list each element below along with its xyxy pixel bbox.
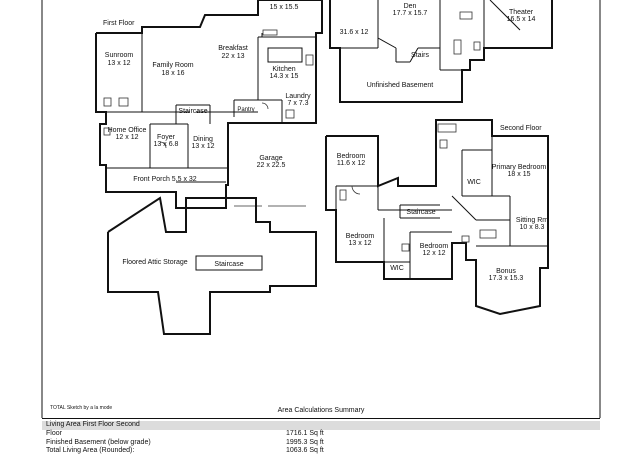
sunroom-dims: 13 x 12	[108, 60, 131, 67]
first-floor-outline	[95, 0, 323, 209]
family-room-label: Family Room	[152, 62, 193, 69]
attic-label: Floored Attic Storage	[122, 259, 187, 266]
bonus-label: Bonus	[496, 268, 516, 275]
kitchen-dims: 14.3 x 15	[270, 73, 299, 80]
basement-outline	[329, 0, 553, 103]
first-floor-label: First Floor	[103, 20, 135, 27]
sketch-credit: TOTAL Sketch by a la mode	[50, 405, 113, 411]
laundry-label: Laundry	[285, 93, 311, 100]
primary-bedroom-label: Primary Bedroom	[492, 164, 547, 171]
home-office-label: Home Office	[108, 127, 147, 134]
top-room-dims: 15 x 15.5	[270, 4, 299, 11]
summary-row: Total Living Area (Rounded): 1063.6 Sq f…	[42, 447, 600, 456]
area-summary-title: Area Calculations Summary	[277, 407, 365, 414]
bedroom3-label: Bedroom	[420, 243, 449, 250]
bedroom1-label: Bedroom	[337, 153, 366, 160]
dining-label: Dining	[193, 136, 213, 143]
breakfast-dims: 22 x 13	[222, 53, 245, 60]
theater-dims: 16.5 x 14	[507, 16, 536, 23]
bonus-dims: 17.3 x 15.3	[489, 275, 524, 282]
basement-stairs-label: Stairs	[411, 52, 429, 59]
summary-row: Floor 1716.1 Sq ft	[42, 430, 600, 439]
summary-row-value: 1063.6 Sq ft	[286, 447, 324, 454]
summary-header-text: Living Area First Floor Second	[46, 421, 140, 428]
bedroom2-label: Bedroom	[346, 233, 375, 240]
bedroom2-dims: 13 x 12	[349, 240, 372, 247]
summary-row-label: Total Living Area (Rounded):	[46, 447, 135, 454]
pantry-label: Pantry	[237, 107, 254, 113]
attic-staircase-box	[195, 255, 263, 271]
den-label: Den	[404, 3, 417, 10]
front-porch-label: Front Porch 5.5 x 32	[133, 176, 197, 183]
summary-row-label: Floor	[46, 430, 62, 437]
sitting-room-label: Sitting Rm	[516, 217, 548, 224]
second-floor-outline	[325, 119, 549, 316]
family-room-dims: 18 x 16	[162, 70, 185, 77]
bedroom3-dims: 12 x 12	[423, 250, 446, 257]
summary-row-value: 1995.3 Sq ft	[286, 438, 324, 446]
foyer-dims: 13 x 6.8	[154, 141, 179, 148]
theater-label: Theater	[509, 9, 534, 16]
second-floor-plan	[325, 119, 549, 316]
primary-bedroom-dims: 18 x 15	[508, 171, 531, 178]
area-summary-table: Living Area First Floor Second Floor 171…	[42, 418, 600, 461]
unfinished-basement-label: Unfinished Basement	[367, 82, 434, 89]
breakfast-label: Breakfast	[218, 45, 248, 52]
foyer-label: Foyer	[157, 134, 176, 141]
first-staircase-label: Staircase	[178, 108, 207, 115]
summary-row: Finished Basement (below grade) 1995.3 S…	[42, 439, 600, 448]
sitting-room-dims: 10 x 8.3	[520, 224, 545, 231]
den-dims: 17.7 x 15.7	[393, 10, 428, 17]
basement-plan	[329, 0, 553, 103]
summary-row-value: 1716.1 Sq ft	[286, 430, 324, 437]
attic-outline	[107, 196, 317, 335]
wic2-label: WIC	[390, 265, 404, 272]
bedroom1-dims: 11.6 x 12	[337, 160, 365, 167]
garage-label: Garage	[259, 155, 282, 162]
kitchen-label: Kitchen	[272, 66, 295, 73]
basement-room-dims: 31.6 x 12	[340, 29, 369, 36]
summary-row-label: Finished Basement (below grade)	[46, 438, 151, 446]
summary-header-row: Living Area First Floor Second	[42, 421, 600, 430]
wic1-label: WIC	[467, 179, 481, 186]
sunroom-label: Sunroom	[105, 52, 134, 59]
second-staircase-label: Staircase	[406, 209, 435, 216]
garage-dims: 22 x 22.5	[257, 162, 286, 169]
home-office-dims: 12 x 12	[116, 134, 139, 141]
attic-staircase-label: Staircase	[214, 261, 243, 268]
second-floor-label: Second Floor	[500, 125, 542, 132]
laundry-dims: 7 x 7.3	[287, 100, 308, 107]
dining-dims: 13 x 12	[192, 143, 215, 150]
first-floor-plan	[95, 0, 323, 209]
